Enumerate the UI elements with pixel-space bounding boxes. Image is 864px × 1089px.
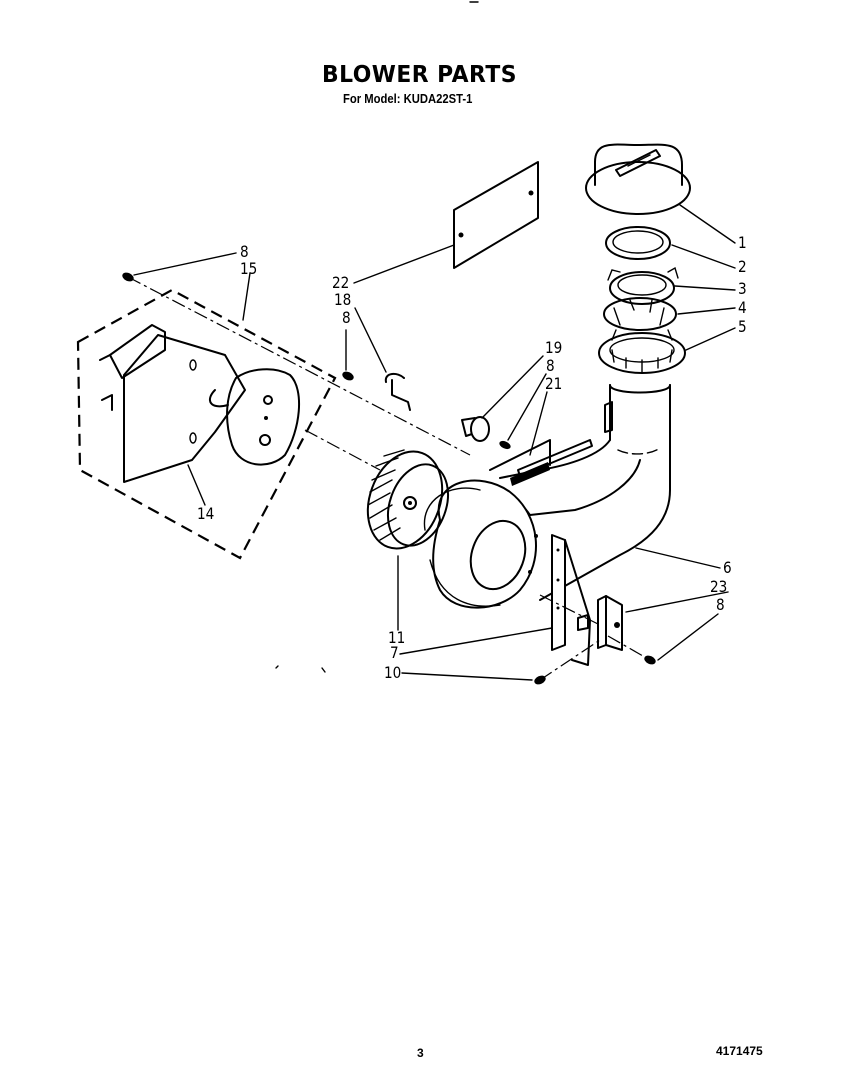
page-number: 3 xyxy=(417,1046,424,1060)
model-subtitle: For Model: KUDA22ST-1 xyxy=(343,92,473,106)
callout-23: 23 xyxy=(710,577,728,596)
callout-5: 5 xyxy=(738,317,747,336)
motor-assembly-drawing xyxy=(76,288,337,560)
callout-3: 3 xyxy=(738,279,747,298)
callout-22: 22 xyxy=(332,273,350,292)
document-number: 4171475 xyxy=(716,1044,763,1058)
terminal-bracket-drawing xyxy=(489,439,551,471)
callout-8-motor-screw: 8 xyxy=(240,242,249,261)
callout-7: 7 xyxy=(390,643,399,662)
filter-disc-drawing xyxy=(605,226,671,260)
cover-plate-drawing xyxy=(453,161,539,269)
capacitor-drawing xyxy=(461,416,490,442)
cover-cap-drawing xyxy=(585,143,691,215)
callout-19: 19 xyxy=(545,338,563,357)
callout-11: 11 xyxy=(388,628,406,647)
callout-2: 2 xyxy=(738,257,747,276)
collar-drawing xyxy=(598,329,686,374)
clip-drawing xyxy=(384,372,411,411)
callout-10: 10 xyxy=(384,663,402,682)
callout-15: 15 xyxy=(240,259,258,278)
leader-lines xyxy=(133,204,736,681)
screws-drawing xyxy=(122,272,656,685)
callout-8-clip-screw: 8 xyxy=(342,308,351,327)
blower-wheel-drawing xyxy=(366,449,449,550)
callout-6: 6 xyxy=(723,558,732,577)
callout-21: 21 xyxy=(545,374,563,393)
page-title: BLOWER PARTS xyxy=(322,62,517,88)
rings-drawing xyxy=(603,266,679,331)
callout-14: 14 xyxy=(197,504,215,523)
callout-1: 1 xyxy=(738,233,747,252)
callout-4: 4 xyxy=(738,298,747,317)
callout-8-capacitor-screw: 8 xyxy=(546,356,555,375)
mounting-bracket-drawing xyxy=(551,534,591,666)
callout-8-bracket-screw: 8 xyxy=(716,595,725,614)
callout-18: 18 xyxy=(334,290,352,309)
center-lines xyxy=(127,276,651,681)
blower-housing-drawing xyxy=(423,384,671,609)
stray-marks xyxy=(275,665,326,673)
